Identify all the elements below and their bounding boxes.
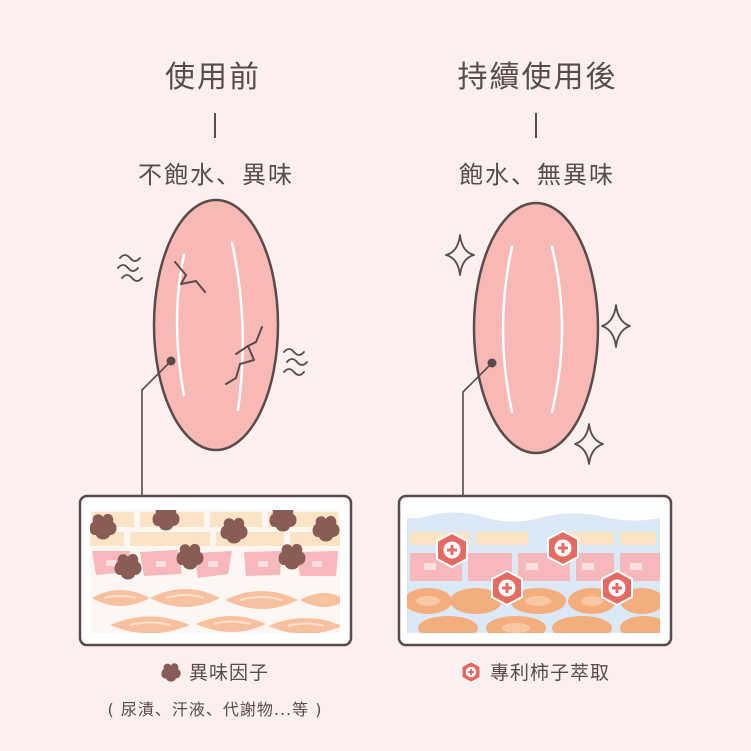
odor-wave-icon-right xyxy=(283,348,308,376)
before-skin-section xyxy=(78,494,353,647)
persimmon-extract-icon xyxy=(461,660,481,683)
after-title: 持續使用後 xyxy=(457,60,618,95)
odor-factor-legend: 異味因子 xyxy=(110,658,320,685)
odor-factor-icon xyxy=(161,662,181,682)
before-subtitle: 不飽水、異味 xyxy=(138,161,294,189)
persimmon-extract-legend: 專利柿子萃取 xyxy=(430,658,640,685)
odor-factor-label: 異味因子 xyxy=(188,662,269,684)
after-skin-cell xyxy=(472,201,600,455)
sparkle-icon xyxy=(445,234,631,465)
persimmon-extract-label: 專利柿子萃取 xyxy=(489,662,610,684)
before-title: 使用前 xyxy=(165,60,261,95)
before-skin-cell xyxy=(152,198,280,452)
after-skin-section xyxy=(397,494,673,647)
odor-factor-note: ( 尿漬、汗液、代謝物...等 ) xyxy=(107,700,323,719)
after-subtitle: 飽水、無異味 xyxy=(459,161,615,189)
odor-wave-icon-left xyxy=(117,254,143,282)
